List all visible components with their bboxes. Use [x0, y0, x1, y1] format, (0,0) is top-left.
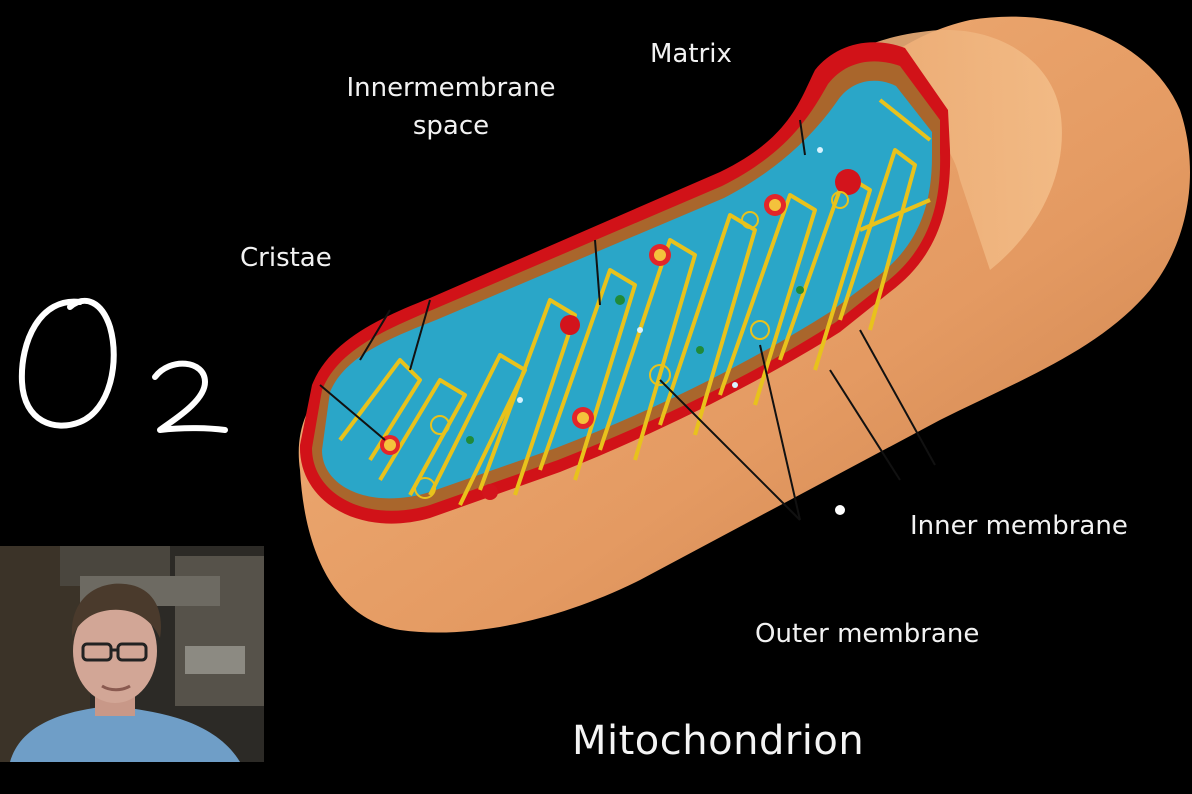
presenter-webcam: [0, 546, 264, 762]
pointer-dot: [835, 505, 845, 515]
label-pointer-lines: [319, 119, 936, 521]
webcam-image: [0, 546, 264, 762]
bottom-letterbox-bar: [0, 762, 1192, 794]
matrix-shape: [322, 80, 932, 499]
label-cristae: Cristae: [240, 243, 332, 273]
label-matrix: Matrix: [650, 39, 732, 69]
label-inner-membrane: Inner membrane: [910, 511, 1128, 541]
label-intermembrane-line2: space: [412, 110, 490, 141]
label-intermembrane-line1: Innermembrane: [346, 73, 556, 103]
label-intermembrane-space: Innermembrane space: [330, 70, 572, 145]
label-outer-membrane: Outer membrane: [755, 619, 980, 649]
handwritten-o2-annotation: [18, 297, 228, 433]
diagram-title: Mitochondrion: [572, 718, 865, 764]
